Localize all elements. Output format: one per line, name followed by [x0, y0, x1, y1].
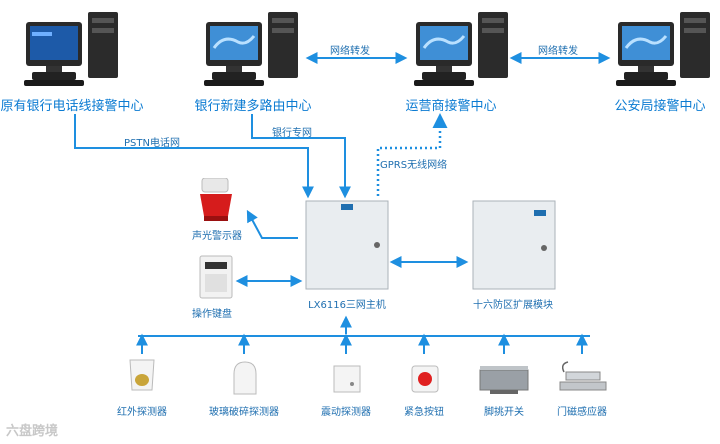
center-label-police: 公安局接警中心	[614, 99, 706, 114]
siren-icon	[200, 178, 232, 221]
device-label-expansion: 十六防区扩展模块	[473, 300, 553, 311]
bank-line	[251, 114, 351, 199]
emergency-button-icon	[411, 365, 439, 393]
device-label-host: LX6116三网主机	[308, 300, 386, 311]
computer-icon-operator	[414, 12, 508, 86]
gprs-line	[376, 113, 448, 196]
computer-icon-police	[616, 12, 710, 86]
computer-icon-bank-phone	[24, 12, 118, 86]
siren-line	[246, 209, 298, 239]
sensor-label-door-magnet: 门磁感应器	[557, 407, 607, 418]
host-cabinet-icon	[305, 200, 389, 290]
center-label-operator: 运营商接警中心	[405, 99, 497, 114]
pstn-line	[74, 114, 314, 199]
device-label-keypad: 操作键盘	[192, 309, 232, 320]
center-label-bank-router: 银行新建多路由中心	[194, 99, 312, 114]
sensor-label-emergency: 紧急按钮	[404, 407, 444, 418]
watermark: 六盘跨境	[6, 424, 59, 439]
door-magnet-icon	[559, 361, 607, 391]
link-label-bank-line: 银行专网	[272, 128, 312, 139]
computer-icon-bank-router	[204, 12, 298, 86]
foot-switch-icon	[479, 366, 529, 394]
glass-break-detector-icon	[233, 361, 257, 395]
sensor-label-vibration: 震动探测器	[321, 407, 371, 418]
center-label-bank-phone: 原有银行电话线接警中心	[0, 99, 144, 114]
expansion-cabinet-icon	[472, 200, 556, 290]
link-label-pstn: PSTN电话网	[124, 138, 180, 149]
link-label-gprs: GPRS无线网络	[380, 160, 448, 171]
infrared-detector-icon	[129, 359, 155, 391]
keypad-icon	[199, 255, 233, 299]
vibration-detector-icon	[333, 365, 361, 393]
device-label-siren: 声光警示器	[192, 231, 242, 242]
sensor-label-foot-switch: 脚挑开关	[484, 407, 524, 418]
sensor-label-infrared: 红外探测器	[117, 407, 167, 418]
link-label-forward-1: 网络转发	[330, 46, 370, 57]
link-label-forward-2: 网络转发	[538, 46, 578, 57]
sensor-label-glass-break: 玻璃破碎探测器	[209, 407, 279, 418]
